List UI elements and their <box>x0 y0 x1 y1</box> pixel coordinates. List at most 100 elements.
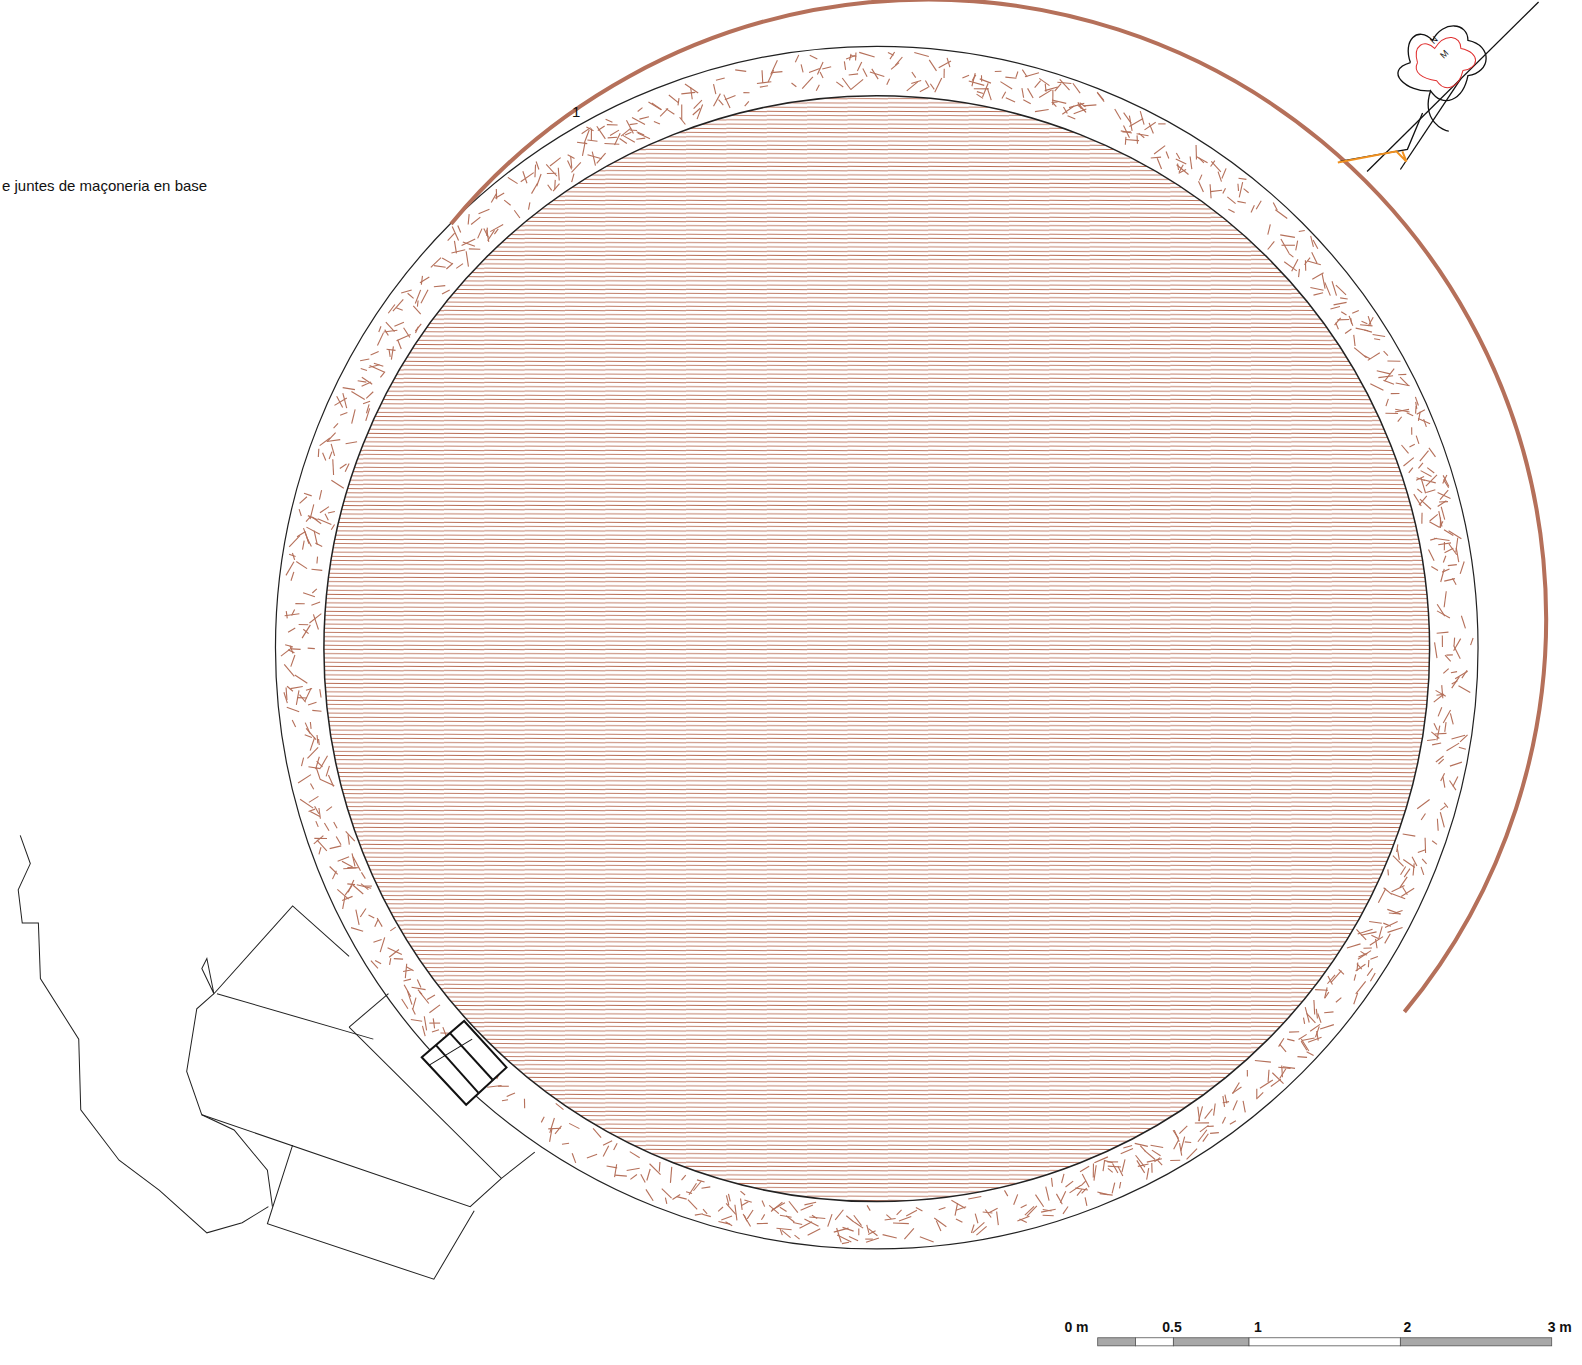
scale-label: 3 m <box>1548 1320 1572 1334</box>
masonry-stroke <box>1195 1122 1209 1123</box>
masonry-stroke <box>1325 987 1328 998</box>
masonry-stroke <box>528 202 529 209</box>
masonry-stroke <box>1313 1000 1315 1014</box>
masonry-stroke <box>930 84 934 90</box>
masonry-stroke <box>387 349 396 350</box>
masonry-stroke <box>1411 427 1412 434</box>
masonry-stroke <box>1434 538 1450 540</box>
masonry-stroke <box>620 139 627 144</box>
masonry-stroke <box>1421 471 1432 477</box>
masonry-stroke <box>572 1153 576 1163</box>
masonry-stroke <box>507 1093 515 1096</box>
masonry-stroke <box>1395 409 1409 412</box>
masonry-stroke <box>1205 1109 1213 1119</box>
masonry-stroke <box>394 958 403 960</box>
masonry-stroke <box>343 393 347 408</box>
masonry-stroke <box>1257 1092 1263 1098</box>
masonry-stroke <box>1228 209 1234 212</box>
masonry-stroke <box>1211 161 1221 171</box>
masonry-stroke <box>1434 723 1437 730</box>
masonry-stroke <box>386 322 395 331</box>
masonry-stroke <box>769 1205 779 1213</box>
masonry-stroke <box>1397 844 1398 852</box>
masonry-stroke <box>587 140 597 141</box>
masonry-stroke <box>1046 1187 1049 1201</box>
masonry-stroke <box>782 1230 791 1237</box>
masonry-stroke <box>1181 1137 1185 1152</box>
masonry-stroke <box>1356 929 1366 939</box>
masonry-stroke <box>320 779 334 786</box>
masonry-stroke <box>1222 168 1226 178</box>
masonry-stroke <box>587 1154 597 1158</box>
masonry-stroke <box>1443 475 1447 483</box>
north-arrow-mark <box>1338 151 1407 162</box>
masonry-stroke <box>292 648 301 650</box>
masonry-stroke <box>391 346 393 359</box>
masonry-stroke <box>1313 240 1318 249</box>
masonry-stroke <box>1455 671 1468 679</box>
masonry-stroke <box>995 71 1002 72</box>
masonry-stroke <box>719 100 724 105</box>
masonry-stroke <box>343 896 345 909</box>
masonry-stroke <box>331 525 334 530</box>
masonry-stroke <box>488 230 495 241</box>
masonry-stroke <box>317 840 327 851</box>
masonry-stroke <box>308 702 316 705</box>
masonry-stroke <box>331 444 334 456</box>
masonry-stroke <box>468 214 469 224</box>
masonry-stroke <box>340 413 347 416</box>
masonry-stroke <box>1373 334 1386 336</box>
masonry-stroke <box>314 838 327 839</box>
masonry-stroke <box>659 1162 661 1172</box>
masonry-stroke <box>593 1128 601 1137</box>
masonry-stroke <box>548 185 552 191</box>
masonry-stroke <box>303 593 315 597</box>
masonry-stroke <box>1268 1070 1270 1082</box>
masonry-stroke <box>303 541 305 550</box>
masonry-stroke <box>502 1099 508 1101</box>
masonry-stroke <box>1418 463 1423 469</box>
masonry-stroke <box>402 999 408 1009</box>
masonry-stroke <box>1140 1146 1145 1151</box>
masonry-stroke <box>1027 1206 1037 1216</box>
masonry-stroke <box>1223 1096 1225 1107</box>
masonry-stroke <box>776 1228 791 1230</box>
masonry-stroke <box>977 92 983 94</box>
masonry-stroke <box>404 328 410 338</box>
masonry-stroke <box>330 867 338 875</box>
masonry-stroke <box>614 1143 618 1150</box>
masonry-stroke <box>857 62 861 71</box>
masonry-stroke <box>385 330 389 336</box>
masonry-stroke <box>1039 78 1049 85</box>
masonry-stroke <box>747 1210 753 1219</box>
masonry-stroke <box>1085 1197 1087 1206</box>
masonry-stroke <box>316 735 318 743</box>
masonry-stroke <box>1051 1178 1052 1187</box>
masonry-stroke <box>1126 140 1140 141</box>
masonry-stroke <box>1383 380 1394 384</box>
masonry-stroke <box>680 117 686 124</box>
masonry-stroke <box>1227 197 1235 204</box>
masonry-stroke <box>388 948 402 955</box>
masonry-stroke <box>726 1222 733 1226</box>
masonry-stroke <box>1271 1079 1281 1086</box>
masonry-stroke <box>1093 1164 1094 1178</box>
masonry-stroke <box>1121 1148 1133 1153</box>
masonry-stroke <box>597 126 606 139</box>
masonry-stroke <box>568 155 575 159</box>
masonry-stroke <box>1385 369 1395 382</box>
masonry-stroke <box>647 1169 650 1181</box>
masonry-stroke <box>547 173 556 174</box>
masonry-stroke <box>1233 1082 1240 1093</box>
masonry-stroke <box>1151 1145 1164 1147</box>
masonry-stroke <box>801 64 803 72</box>
masonry-stroke <box>844 61 845 70</box>
masonry-stroke <box>291 572 294 581</box>
masonry-stroke <box>390 958 391 965</box>
masonry-stroke <box>456 264 463 269</box>
masonry-stroke <box>304 528 309 543</box>
scale-label: 0 m <box>1064 1320 1088 1334</box>
masonry-stroke <box>650 1164 661 1175</box>
masonry-stroke <box>1136 1155 1145 1167</box>
masonry-stroke <box>1312 252 1317 263</box>
